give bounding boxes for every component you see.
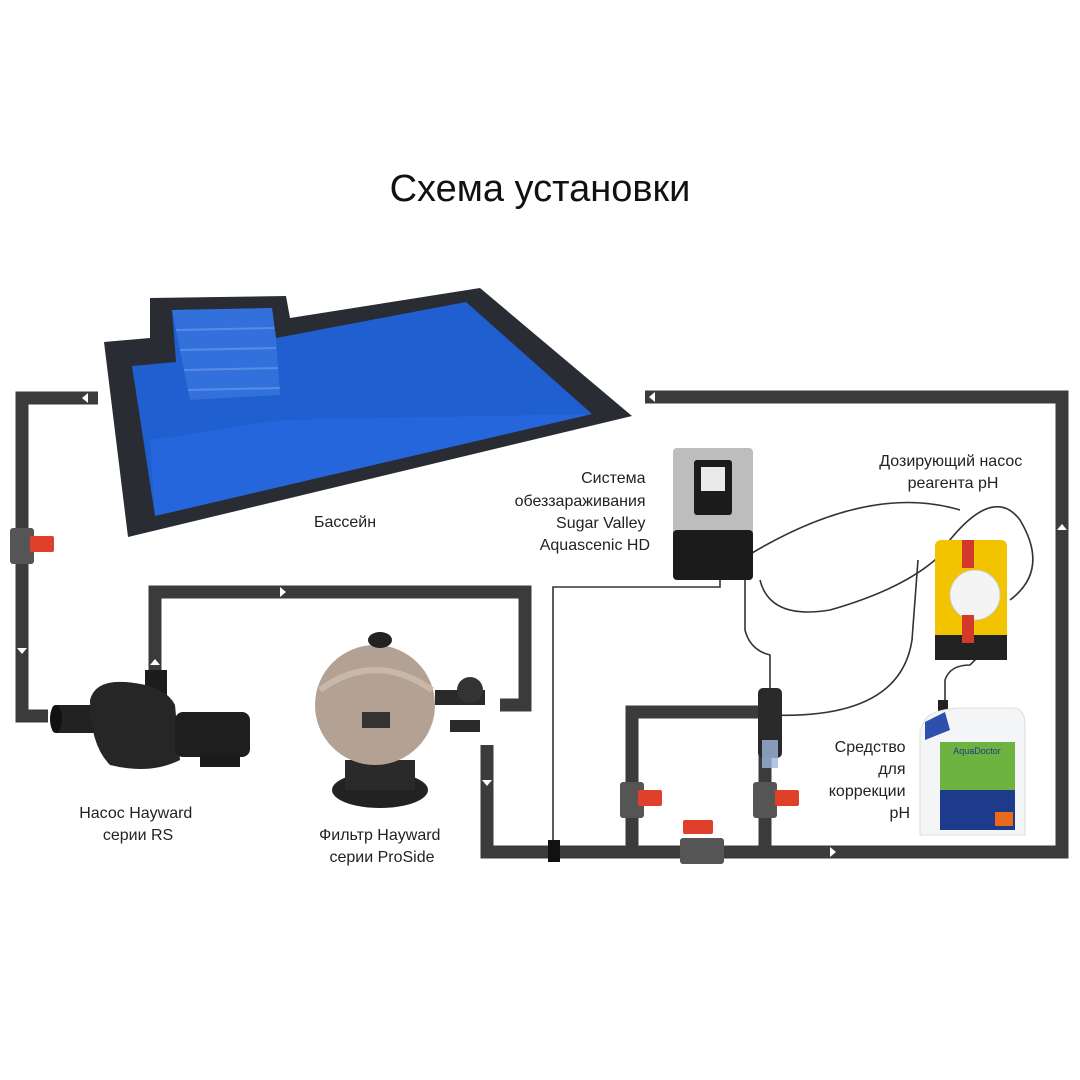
disinfection-controller bbox=[673, 448, 753, 580]
diagram-title: Схема установки bbox=[390, 168, 691, 210]
valve-bypass-in bbox=[620, 782, 662, 818]
ph-product-label: Средство для коррекции pH bbox=[829, 739, 910, 822]
valve-bypass-out bbox=[753, 782, 799, 818]
dosing-pump-label: Дозирующий насос реагента pH bbox=[879, 453, 1026, 492]
filter-label: Фильтр Hayward серии ProSide bbox=[319, 827, 445, 866]
canister-brand: AquaDoctor bbox=[953, 746, 1001, 756]
valve-main bbox=[680, 820, 724, 864]
dosing-pump bbox=[935, 540, 1007, 660]
pipe-pump-to-filter bbox=[148, 585, 532, 712]
controller-label: Система обеззараживания Sugar Valley Aqu… bbox=[515, 470, 650, 554]
pipe-return-to-pool bbox=[480, 390, 1069, 859]
flow-arrows bbox=[17, 392, 1067, 857]
valve-left bbox=[10, 528, 54, 564]
sensor-clamp bbox=[548, 840, 560, 862]
pool-illustration bbox=[104, 288, 632, 537]
valves bbox=[10, 528, 799, 864]
ph-product-canister: AquaDoctor bbox=[919, 700, 1026, 836]
filter-illustration bbox=[315, 632, 485, 808]
pool-label: Бассейн bbox=[314, 514, 376, 531]
electrolysis-cell bbox=[758, 688, 782, 768]
pump-label: Насос Hayward серии RS bbox=[79, 805, 197, 844]
pump-illustration bbox=[50, 670, 250, 769]
